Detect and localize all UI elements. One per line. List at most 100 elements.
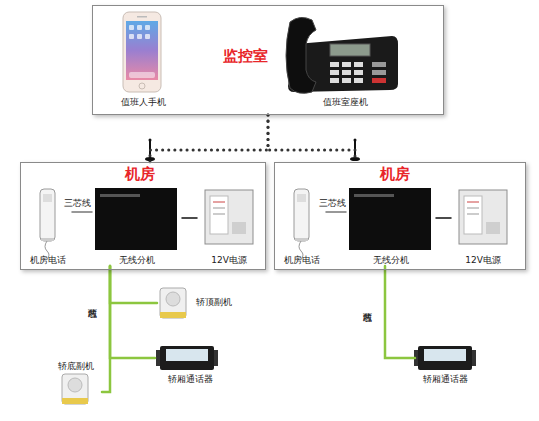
cable-connector [385, 266, 415, 358]
machine-room-equipment-part [349, 188, 431, 250]
device-node: 机房电话 [28, 186, 72, 266]
device-caption: 轿底副机 [51, 361, 101, 371]
mobile-phone-illustration-part [145, 25, 150, 30]
desk-phone-illustration-part [354, 62, 363, 67]
speaker-illustration-part [62, 374, 88, 404]
device-node: 轿顶副机 [157, 286, 239, 320]
speaker-illustration [62, 374, 88, 404]
device-node: 轿厢通话器 [155, 343, 225, 387]
device-caption: 值班人手机 [113, 97, 173, 107]
intercom-illustration-part [424, 349, 466, 361]
desk-phone-illustration-part [354, 78, 363, 83]
device-node: 机房电话 [282, 186, 326, 266]
machine-room-equipment-part [232, 222, 246, 234]
desk-phone-illustration [286, 17, 398, 93]
desk-phone-illustration-part [372, 78, 386, 83]
intercom-illustration-part [418, 346, 472, 370]
mobile-phone-illustration-part [126, 21, 158, 80]
desk-phone-illustration-part [372, 70, 386, 75]
device-caption: 机房电话 [26, 255, 70, 265]
speaker-illustration [160, 288, 186, 318]
wireless-link [150, 115, 268, 162]
device-node: 值班室座机 [284, 12, 402, 110]
speaker-illustration-part [166, 292, 180, 306]
cable-connector [110, 266, 155, 358]
machine-room-equipment [294, 188, 507, 259]
mobile-phone-illustration-part [137, 25, 142, 30]
intercom-illustration [414, 346, 476, 370]
machine-room-equipment-part [41, 238, 54, 241]
machine-room-equipment-part [205, 190, 253, 244]
device-node: 轿底副机 [50, 360, 102, 408]
desk-phone-illustration-part [330, 78, 339, 83]
machine-room-equipment-part [43, 194, 52, 202]
antenna-symbol-part [149, 139, 152, 142]
desk-phone-illustration-part [342, 78, 351, 83]
machine-room-equipment-part [40, 189, 55, 241]
cable-connector [110, 266, 157, 303]
cable-connector [326, 211, 346, 213]
machine-room-equipment-part [459, 190, 507, 244]
desk-phone-illustration-part [330, 70, 339, 75]
device-caption: 值班室座机 [310, 97, 380, 107]
device-caption: 机房电话 [280, 255, 324, 265]
device-caption: 轿厢通话器 [157, 374, 223, 384]
mobile-phone-illustration-part [145, 34, 150, 39]
device-node: 轿厢通话器 [415, 343, 485, 387]
intercom-illustration-part [472, 350, 476, 366]
machine-room-equipment-part [100, 194, 140, 197]
desk-phone-illustration-part [286, 17, 316, 93]
machine-room-equipment-part [295, 238, 308, 241]
mobile-phone-illustration-part [137, 34, 142, 39]
device-caption: 12V电源 [199, 255, 259, 265]
room-box: 值班人手机值班室座机监控室 [92, 5, 444, 115]
desk-phone-illustration-part [354, 70, 363, 75]
cable-connector [436, 217, 451, 219]
cable-connector [102, 266, 110, 392]
room-title: 机房 [110, 166, 170, 183]
machine-room-equipment-part [486, 222, 500, 234]
mobile-phone-illustration-part [129, 25, 134, 30]
machine-room-equipment-part [213, 214, 225, 215]
device-caption: 无线分机 [361, 255, 421, 265]
machine-room-equipment-part [95, 188, 177, 250]
machine-room-equipment-part [213, 208, 225, 209]
mobile-phone-illustration-part [139, 83, 145, 89]
desk-phone-illustration-part [342, 70, 351, 75]
device-node: 无线分机 [92, 186, 182, 266]
room-box: 机房电话 无线分机 12V电源 机房 [274, 162, 526, 270]
machine-room-equipment-part [354, 194, 394, 197]
machine-room-equipment-part [464, 196, 482, 234]
wire-label: 三芯线 [64, 199, 91, 209]
cable-connector [182, 217, 197, 219]
device-caption: 无线分机 [107, 255, 167, 265]
mobile-phone-illustration-part [123, 12, 161, 92]
device-node: 无线分机 [346, 186, 436, 266]
machine-room-equipment-part [210, 196, 228, 234]
desk-phone-illustration-part [372, 62, 386, 67]
mobile-phone-illustration-part [129, 34, 134, 39]
mobile-phone-illustration-part [129, 72, 155, 78]
mobile-phone-illustration-part [137, 16, 147, 18]
machine-room-equipment-part [467, 214, 479, 215]
intercom-illustration-part [156, 350, 160, 366]
wireless-link [268, 115, 355, 162]
antenna-symbol-part [354, 139, 357, 142]
room-title: 机房 [365, 166, 425, 183]
machine-room-equipment [40, 188, 253, 259]
intercom-illustration-part [160, 346, 214, 370]
intercom-illustration-part [166, 349, 208, 361]
desk-phone-illustration-part [342, 62, 351, 67]
device-caption: 12V电源 [453, 255, 513, 265]
machine-room-equipment-part [467, 208, 479, 209]
machine-room-equipment-part [213, 202, 225, 203]
machine-room-equipment-part [294, 189, 309, 241]
intercom-illustration [156, 346, 218, 370]
machine-room-equipment-part [297, 194, 306, 202]
speaker-illustration-part [62, 398, 88, 404]
desk-phone-illustration-part [330, 44, 370, 56]
